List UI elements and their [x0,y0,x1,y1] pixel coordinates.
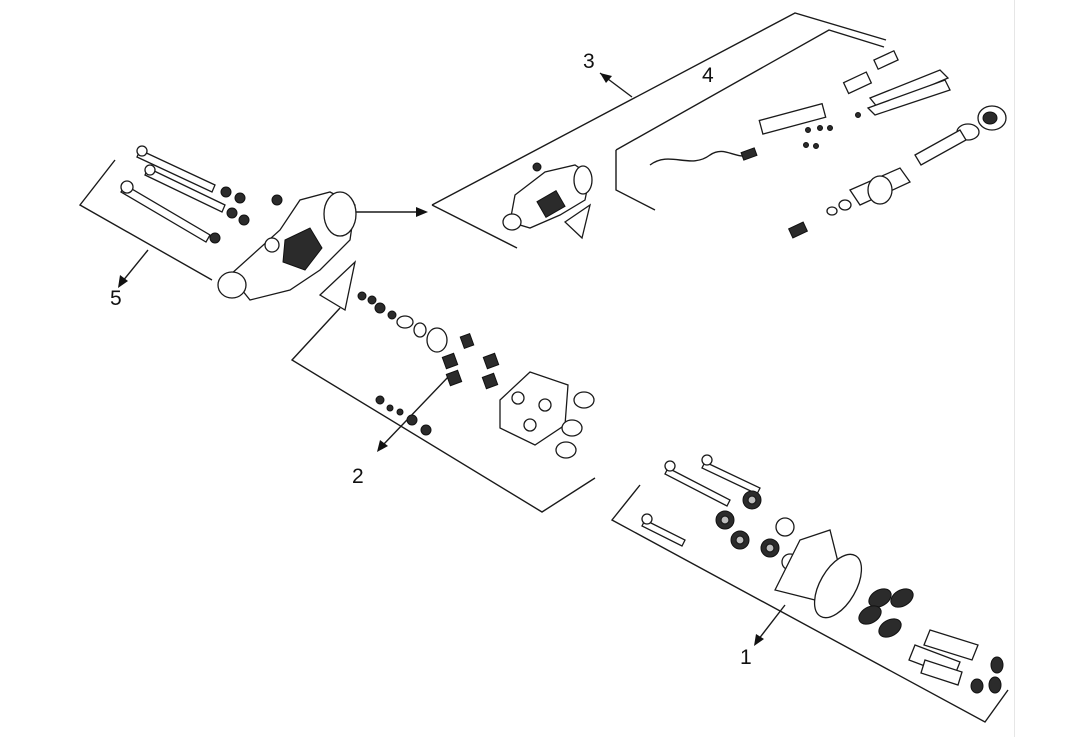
callout-2: 2 [352,465,364,488]
callout-1: 1 [740,646,752,669]
group-2-parts [357,291,595,459]
page-edge-divider [1014,0,1015,737]
callout-3: 3 [583,50,595,73]
group-4-parts [649,49,1007,239]
callout-4: 4 [702,64,714,87]
group-3-bracket [431,12,887,249]
group-4-bracket [615,29,885,211]
group-3-pump-head [502,162,593,240]
callout-5: 5 [110,287,122,310]
group-5-bolts [120,145,250,244]
group-2-bracket [290,307,596,513]
group-1-parts [641,454,1004,694]
main-pump-head [217,191,357,312]
group-1-bracket [610,484,1009,723]
group-5-bracket [78,159,213,288]
group-3-pointer-arrow [355,207,428,217]
